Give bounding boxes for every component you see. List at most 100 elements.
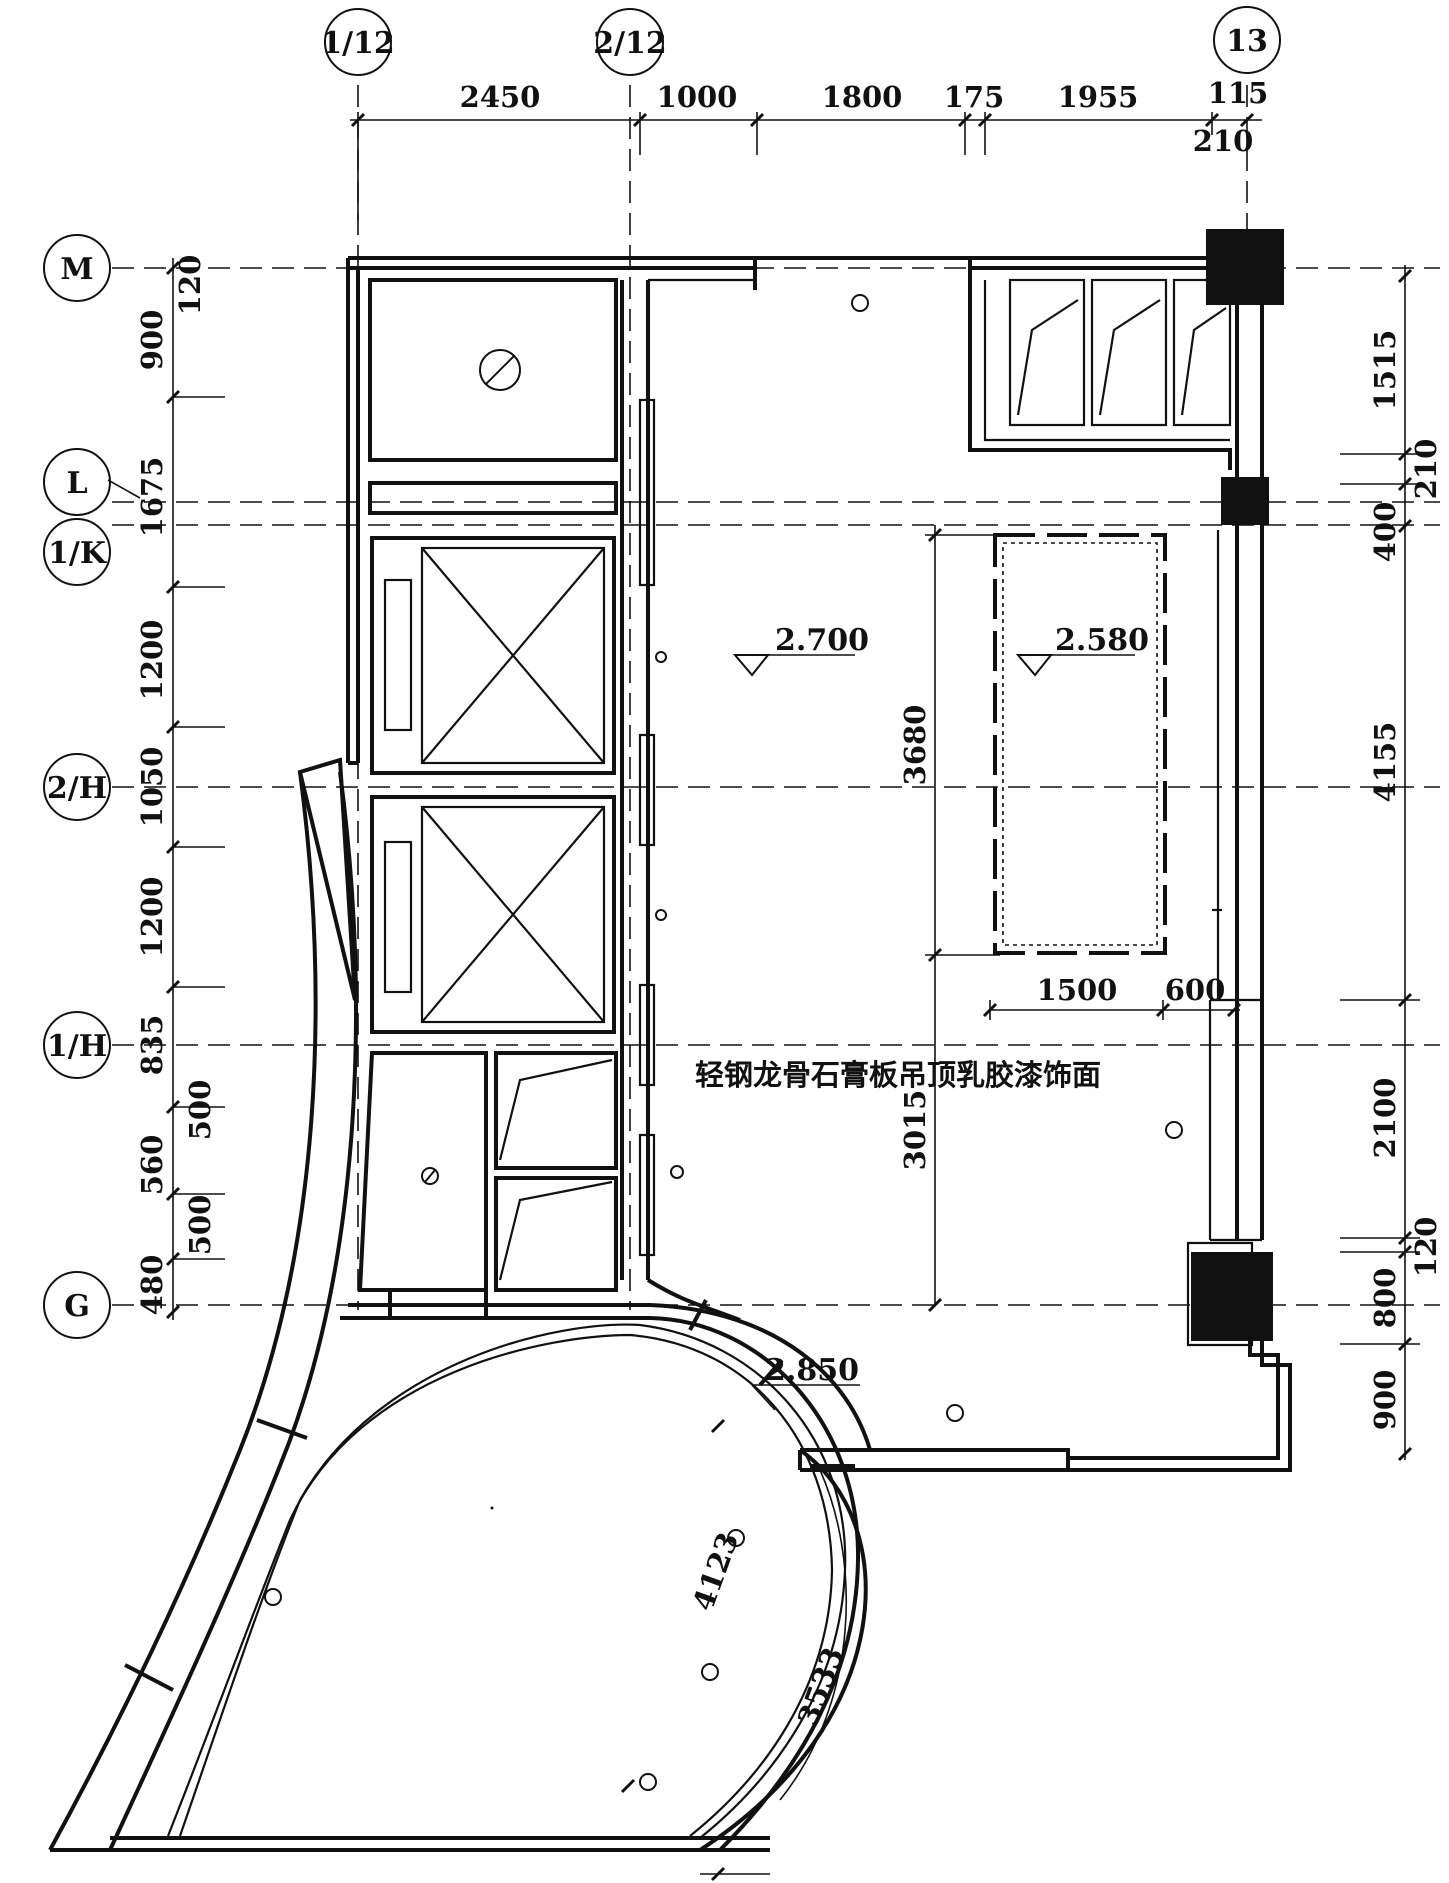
elevator-car-2 xyxy=(420,805,606,1024)
top-tick xyxy=(1239,112,1255,128)
interior-tick xyxy=(710,1418,726,1434)
ceiling-recess-inner xyxy=(1002,542,1158,946)
left-dim-1675: 1675 xyxy=(135,457,169,538)
curved-wall-inner xyxy=(108,771,358,1851)
teardrop-outer xyxy=(340,1316,861,1852)
top-tick xyxy=(350,112,366,128)
downlight-icon xyxy=(727,1529,745,1547)
teardrop-outer-top xyxy=(348,1303,872,1451)
axis-label-13: 13 xyxy=(1226,24,1268,59)
interior-tick xyxy=(620,1778,636,1794)
storage-door-swing-1 xyxy=(1016,299,1079,416)
elevator-1-cross-b xyxy=(421,547,605,764)
elevation-triangle-2700 xyxy=(732,654,771,677)
storage-wall-inner xyxy=(983,280,1230,442)
top-tick xyxy=(1204,112,1220,128)
walls xyxy=(346,256,1292,1472)
axis-label-1-12: 1/12 xyxy=(321,26,395,61)
column-g-13-casing xyxy=(1186,1241,1254,1347)
top-dim-210: 210 xyxy=(1193,124,1254,158)
downlight-icon xyxy=(655,909,667,921)
elevation-markers: 2.700 2.580 2.850 xyxy=(732,623,1149,1411)
ceiling-finish-note: 轻钢龙骨石膏板吊顶乳胶漆饰面 xyxy=(695,1058,1101,1092)
left-dimension-chain: 120 900 1675 1200 1050 1200 835 500 560 … xyxy=(135,255,225,1320)
elevator-counterweight-2 xyxy=(383,840,413,994)
axis-label-1k: 1/K xyxy=(48,536,107,571)
axis-bubble-g xyxy=(43,1271,111,1339)
left-dim-835: 835 xyxy=(135,1015,169,1076)
axis-label-2h: 2/H xyxy=(47,771,107,806)
corridor-curve xyxy=(698,1448,868,1852)
left-dim-560: 560 xyxy=(135,1135,169,1196)
storage-cell-1 xyxy=(1008,278,1086,427)
right-facade xyxy=(1208,530,1262,1242)
right-dim-210: 210 xyxy=(1409,439,1443,500)
left-dim-120: 120 xyxy=(173,255,207,316)
elevator-door-2 xyxy=(638,733,656,847)
elevator-door-4 xyxy=(638,1133,656,1257)
downlight-icon xyxy=(1165,1121,1183,1139)
columns xyxy=(1186,229,1284,1347)
storage-door-swing-3 xyxy=(1180,307,1227,416)
top-tick xyxy=(749,112,765,128)
elevator-counterweight-1 xyxy=(383,578,413,732)
curved-wall-outer xyxy=(48,771,318,1851)
storage-wall xyxy=(968,270,1232,470)
interior-dim-3015: 3015 xyxy=(898,1090,932,1171)
left-dim-1050: 1050 xyxy=(135,747,169,828)
elevation-triangle-2580 xyxy=(1015,654,1054,677)
right-dim-2100: 2100 xyxy=(1368,1078,1402,1159)
downlight-icon xyxy=(264,1588,282,1606)
top-tick xyxy=(632,112,648,128)
axis-bubble-2h xyxy=(43,753,111,821)
teardrop-left-arc xyxy=(178,1499,302,1837)
elevator-shaft-2 xyxy=(370,795,616,1034)
top-tick xyxy=(957,112,973,128)
axis-leader-l xyxy=(107,479,141,499)
elevation-2700: 2.700 xyxy=(775,623,869,658)
curved-wall-joint-1 xyxy=(256,1418,308,1440)
axis-bubble-13 xyxy=(1213,6,1281,74)
top-dim-175: 175 xyxy=(944,80,1005,114)
downlight-icon xyxy=(670,1165,684,1179)
elevator-car-1 xyxy=(420,546,606,765)
axis-bubble-1-12 xyxy=(324,8,392,76)
shaft-door-swing-b xyxy=(498,1180,613,1281)
column-m-13 xyxy=(1206,229,1284,305)
right-tick xyxy=(1397,518,1413,534)
left-tick xyxy=(165,1304,181,1320)
left-dim-500a: 500 xyxy=(183,1080,217,1141)
column-g-13 xyxy=(1191,1252,1273,1341)
interior-tick xyxy=(927,527,943,543)
left-dim-1200b: 1200 xyxy=(135,877,169,958)
axis-label-m: M xyxy=(60,252,93,287)
axis-bubble-2-12 xyxy=(596,8,664,76)
core-rooms xyxy=(357,278,656,1292)
core-shaft-top xyxy=(368,278,618,462)
elevation-leader-2850 xyxy=(751,1384,776,1411)
teardrop-inner-arc xyxy=(289,1333,834,1837)
downlight-icon xyxy=(655,651,667,663)
axis-label-l: L xyxy=(66,466,87,501)
elevation-2580: 2.580 xyxy=(1055,623,1149,658)
core-corner-curve xyxy=(646,1278,741,1322)
top-dim-1800: 1800 xyxy=(822,80,903,114)
interior-dim-4123: 4123 xyxy=(686,1528,746,1615)
curved-wall-cap xyxy=(297,757,357,1001)
elevator-2-cross-b xyxy=(421,806,605,1023)
axis-bubble-m xyxy=(43,234,111,302)
top-dim-115: 115 xyxy=(1208,76,1269,110)
right-dim-1515: 1515 xyxy=(1368,330,1402,411)
interior-dim-arc-3533 xyxy=(779,1469,848,1801)
drain-icon-small-slash xyxy=(424,1169,436,1183)
teardrop-joint-right xyxy=(758,1358,784,1387)
right-dim-4155: 4155 xyxy=(1368,722,1402,803)
center-point-icon xyxy=(490,1506,494,1510)
left-dim-480: 480 xyxy=(135,1255,169,1316)
elevator-shaft-1 xyxy=(370,536,616,775)
axis-label-1h: 1/H xyxy=(47,1029,107,1064)
right-tick xyxy=(1397,1446,1413,1462)
teardrop-inner-ring xyxy=(639,1323,847,1839)
left-dim-500b: 500 xyxy=(183,1195,217,1256)
